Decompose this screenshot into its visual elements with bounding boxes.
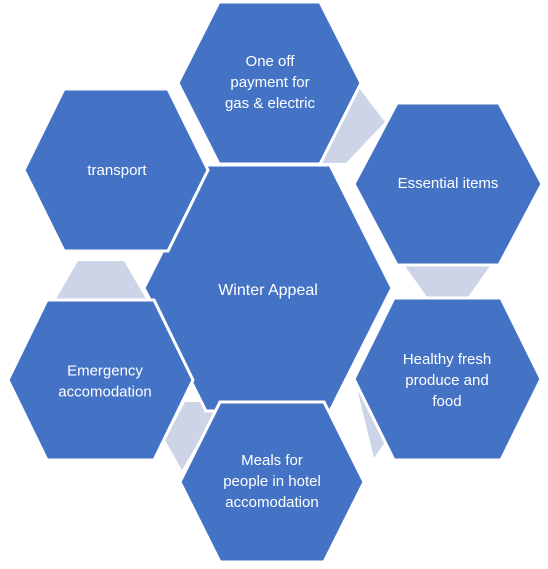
labels: Winter Appeal One off payment for gas & el… [58, 53, 498, 511]
label-line: produce and [405, 372, 488, 389]
label-line: accomodation [58, 384, 151, 401]
label-line: food [432, 393, 461, 410]
connector-gas-essential [321, 88, 385, 163]
hexagon-meals-hotel [178, 400, 366, 564]
hexagon-gas-electric [176, 0, 363, 166]
label-line: Meals for [241, 452, 303, 469]
label-line: accomodation [225, 494, 318, 511]
label-line: Essential items [398, 175, 499, 192]
connectors [56, 88, 490, 470]
label-line: Healthy fresh [403, 351, 491, 368]
hexagon-emergency-accommodation [6, 298, 195, 462]
label-center: Winter Appeal [218, 282, 318, 299]
label-line: gas & electric [225, 95, 316, 112]
label-meals-hotel: Meals for people in hotel accomodation [223, 452, 321, 511]
label-healthy-food: Healthy fresh produce and food [403, 351, 491, 410]
label-emergency-accommodation: Emergency accomodation [58, 363, 151, 401]
label-line: Emergency [67, 363, 143, 380]
label-essential-items: Essential items [398, 175, 499, 192]
label-line: One off [246, 53, 296, 70]
label-line: Winter Appeal [218, 282, 318, 299]
hexagon-essential-items [352, 101, 544, 267]
label-line: transport [87, 162, 147, 179]
label-transport: transport [87, 162, 147, 179]
hexagon-healthy-food [352, 296, 543, 462]
connector-emergency-transport [56, 261, 146, 299]
connector-meals-emergency [165, 402, 222, 470]
hexagons [6, 0, 544, 564]
connector-essential-healthy [405, 266, 490, 297]
label-line: people in hotel [223, 473, 321, 490]
label-line: payment for [230, 74, 309, 91]
label-gas-electric: One off payment for gas & electric [225, 53, 316, 112]
hexagon-transport [22, 87, 210, 253]
